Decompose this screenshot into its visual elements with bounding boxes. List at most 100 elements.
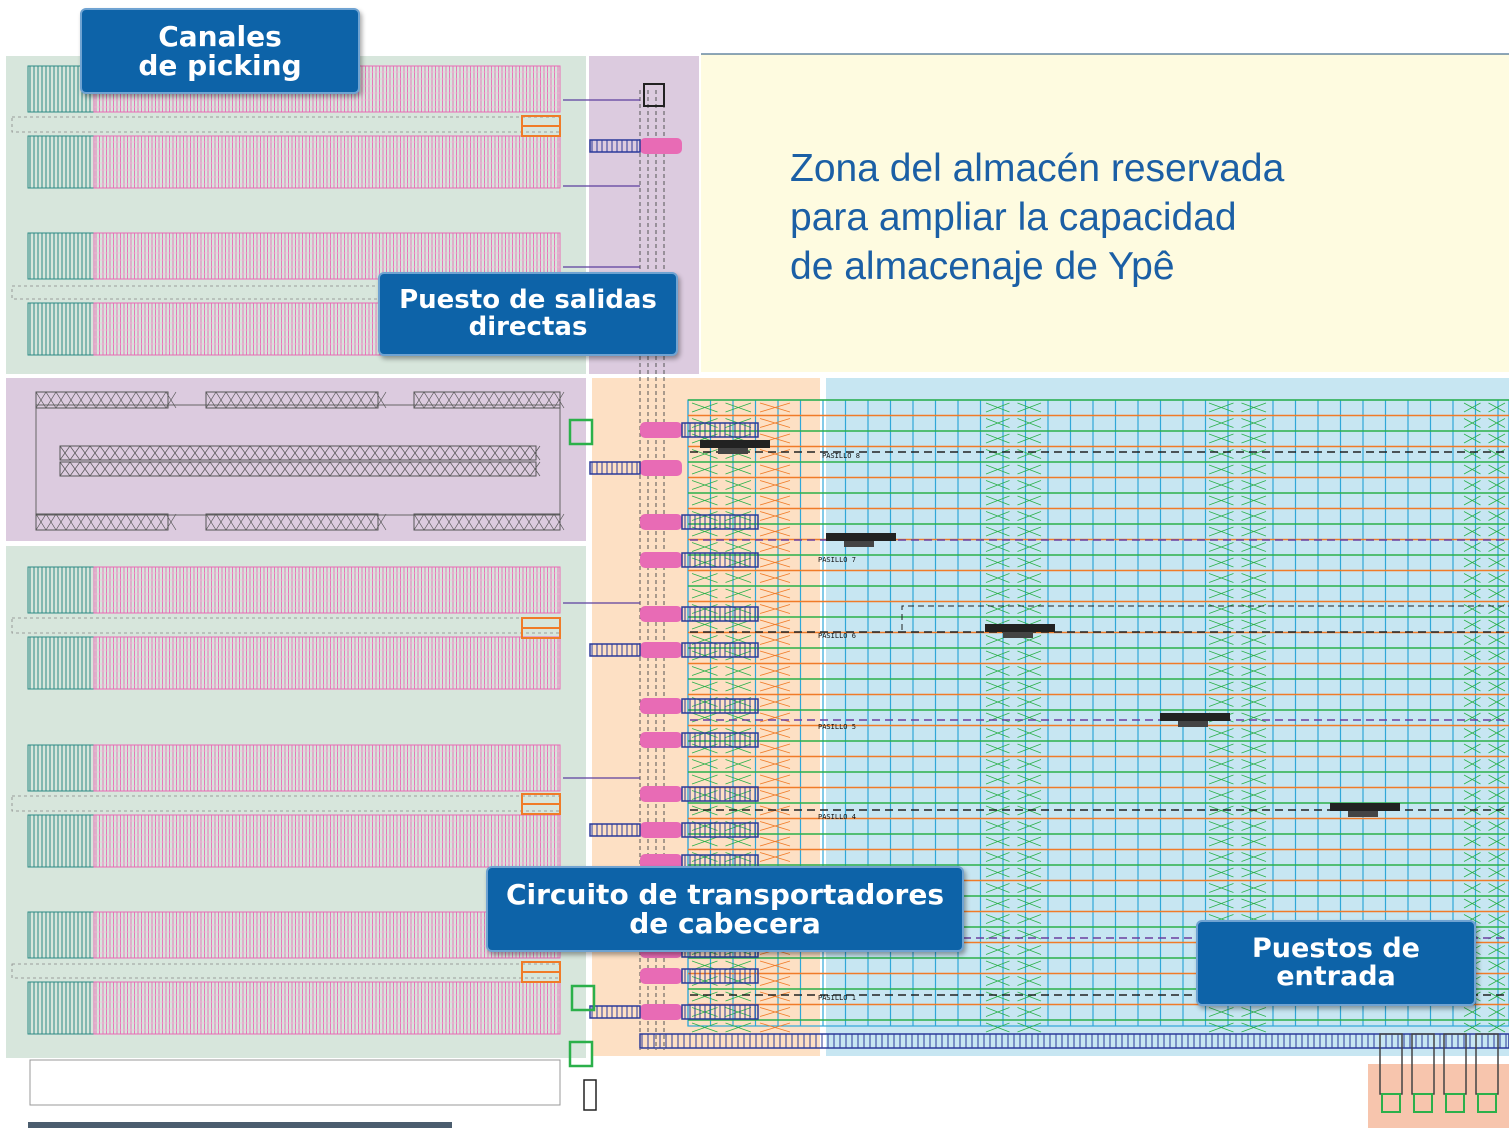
buffer-rack-cross bbox=[553, 391, 565, 409]
bay-brace bbox=[1488, 883, 1506, 893]
buffer-rack-cross bbox=[419, 445, 431, 461]
bay-brace bbox=[1488, 557, 1506, 568]
buffer-rack-cross bbox=[255, 391, 267, 409]
output-station bbox=[570, 984, 596, 1012]
bay-brace bbox=[759, 635, 791, 645]
bay-brace bbox=[725, 666, 752, 676]
buffer-rack-cross bbox=[325, 513, 337, 531]
bay-brace bbox=[1488, 619, 1506, 630]
bay-brace bbox=[985, 728, 1010, 738]
buffer-rack-cross bbox=[179, 445, 191, 461]
buffer-rack-cross bbox=[399, 445, 411, 461]
buffer-rack-cross bbox=[285, 391, 297, 409]
bay-brace bbox=[1208, 418, 1234, 428]
bay-brace bbox=[985, 666, 1010, 676]
buffer-rack-cross bbox=[45, 391, 57, 409]
bay-brace bbox=[725, 402, 752, 413]
buffer-rack-cross bbox=[199, 445, 211, 461]
bay-brace bbox=[691, 464, 718, 475]
buffer-rack-cross bbox=[523, 513, 535, 531]
bay-brace bbox=[985, 805, 1010, 816]
buffer-rack-cross bbox=[365, 391, 377, 409]
bay-brace bbox=[1488, 542, 1506, 552]
bay-brace bbox=[1017, 898, 1042, 909]
bay-brace bbox=[1488, 418, 1506, 428]
buffer-rack-cross bbox=[369, 461, 381, 477]
buffer-rack-cross bbox=[509, 461, 521, 477]
buffer-rack-cross bbox=[479, 461, 491, 477]
buffer-rack-cross bbox=[249, 461, 261, 477]
buffer-rack-cross bbox=[225, 513, 237, 531]
bay-brace bbox=[725, 495, 752, 506]
buffer-rack-cross bbox=[379, 445, 391, 461]
buffer-rack-cross bbox=[135, 391, 147, 409]
buffer-rack-cross bbox=[165, 391, 177, 409]
buffer-rack-cross bbox=[365, 513, 377, 531]
buffer-rack-cross bbox=[443, 513, 455, 531]
buffer-racks bbox=[35, 391, 565, 531]
buffer-rack-cross bbox=[349, 445, 361, 461]
buffer-rack-cross bbox=[119, 445, 131, 461]
bay-brace bbox=[1017, 433, 1042, 444]
entry-zone bbox=[1368, 1064, 1509, 1128]
bay-brace bbox=[691, 449, 718, 459]
bay-brace bbox=[1463, 495, 1481, 506]
stacker-crane-carriage bbox=[1348, 811, 1378, 817]
input-stations-label-line1: Puestos de bbox=[1252, 932, 1420, 964]
bay-brace bbox=[1208, 697, 1234, 707]
buffer-rack-cross bbox=[449, 445, 461, 461]
conveyor-stub bbox=[589, 139, 641, 153]
buffer-rack-cross bbox=[235, 513, 247, 531]
bay-brace bbox=[1241, 573, 1267, 583]
buffer-rack-cross bbox=[255, 513, 267, 531]
bay-brace bbox=[1208, 681, 1234, 692]
bay-brace bbox=[1017, 728, 1042, 738]
bay-brace bbox=[1017, 511, 1042, 521]
bay-brace bbox=[1241, 650, 1267, 661]
buffer-rack-cross bbox=[453, 513, 465, 531]
buffer-rack-cross bbox=[389, 445, 401, 461]
buffer-rack-cross bbox=[235, 391, 247, 409]
bay-brace bbox=[1241, 852, 1267, 862]
buffer-rack-cross bbox=[129, 445, 141, 461]
bay-brace bbox=[725, 542, 752, 552]
bay-brace bbox=[1241, 402, 1267, 413]
bay-brace bbox=[1241, 759, 1267, 769]
buffer-rack-cross bbox=[543, 391, 555, 409]
bay-brace bbox=[1463, 697, 1481, 707]
buffer-rack-cross bbox=[329, 445, 341, 461]
transfer-node bbox=[640, 822, 682, 838]
bay-brace bbox=[1488, 960, 1506, 971]
buffer-rack-cross bbox=[105, 391, 117, 409]
buffer-rack-cross bbox=[459, 461, 471, 477]
bay-brace bbox=[1463, 480, 1481, 490]
buffer-rack-cross bbox=[329, 461, 341, 477]
bay-brace bbox=[1241, 666, 1267, 676]
buffer-rack-cross bbox=[89, 461, 101, 477]
buffer-rack-cross bbox=[239, 445, 251, 461]
bay-brace bbox=[759, 759, 791, 769]
conveyor-label-line2: de cabecera bbox=[629, 907, 821, 940]
buffer-rack-cross bbox=[125, 391, 137, 409]
bay-brace bbox=[1208, 464, 1234, 475]
bay-brace bbox=[985, 433, 1010, 444]
bay-brace bbox=[1241, 681, 1267, 692]
buffer-rack bbox=[59, 445, 537, 461]
buffer-rack-cross bbox=[459, 445, 471, 461]
bay-brace bbox=[1488, 976, 1506, 986]
buffer-rack-cross bbox=[79, 445, 91, 461]
buffer-rack-cross bbox=[259, 445, 271, 461]
bay-brace bbox=[985, 418, 1010, 428]
transfer-node bbox=[640, 642, 682, 658]
buffer-rack-cross bbox=[429, 461, 441, 477]
bay-brace bbox=[985, 914, 1010, 924]
bay-brace bbox=[725, 836, 752, 847]
bay-brace bbox=[1488, 929, 1506, 940]
bay-brace bbox=[1463, 588, 1481, 599]
bay-brace bbox=[1241, 619, 1267, 630]
buffer-rack bbox=[205, 391, 379, 409]
bay-brace bbox=[1017, 557, 1042, 568]
buffer-rack-cross bbox=[99, 461, 111, 477]
bay-brace bbox=[1241, 449, 1267, 459]
bay-brace bbox=[1488, 666, 1506, 676]
